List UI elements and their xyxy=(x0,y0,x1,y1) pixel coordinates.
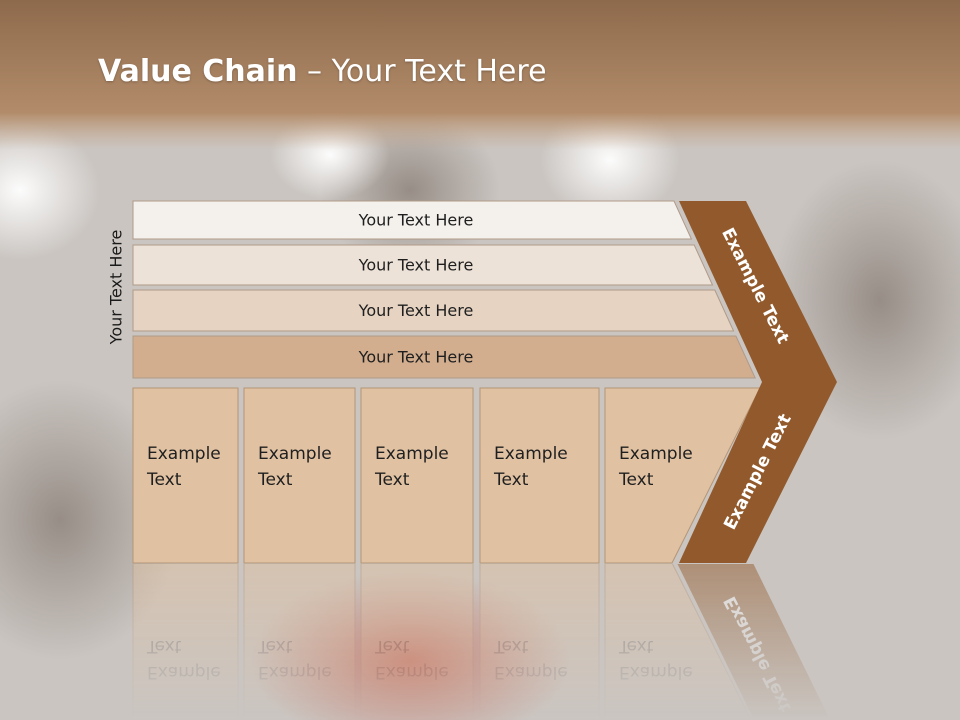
primary-box-1 xyxy=(132,387,239,564)
primary-box-3 xyxy=(360,387,474,564)
primary-box-2 xyxy=(243,387,356,564)
reflection-box-label-line2: Text xyxy=(618,636,654,656)
support-bar-label: Your Text Here xyxy=(358,211,474,230)
reflection-box-4 xyxy=(479,562,600,720)
reflection-box-label-line1: Example xyxy=(258,662,332,682)
primary-box-label-line1: Example xyxy=(258,444,332,464)
title-bold: Value Chain xyxy=(98,54,298,89)
primary-box-label-line2: Text xyxy=(374,470,410,490)
title-rest: – Your Text Here xyxy=(297,54,547,89)
reflection-box-label-line1: Example xyxy=(375,662,449,682)
primary-box-4 xyxy=(479,387,600,564)
chevron-arrow xyxy=(679,201,837,563)
primary-box-5 xyxy=(604,387,761,564)
support-bar-label: Your Text Here xyxy=(358,256,474,275)
primary-box-label-line2: Text xyxy=(257,470,293,490)
primary-box-label-line2: Text xyxy=(146,470,182,490)
reflection-box-label-line1: Example xyxy=(147,662,221,682)
primary-box-label-line1: Example xyxy=(375,444,449,464)
primary-box-label-line1: Example xyxy=(619,444,693,464)
reflection-box-label-line1: Example xyxy=(494,662,568,682)
support-bar-2 xyxy=(132,244,714,286)
support-bar-label: Your Text Here xyxy=(358,348,474,367)
support-bar-label: Your Text Here xyxy=(358,301,474,320)
primary-box-label-line1: Example xyxy=(147,444,221,464)
slide-title: Value Chain – Your Text Here xyxy=(98,54,547,89)
reflection-box-label-line1: Example xyxy=(619,662,693,682)
reflection-box-label-line2: Text xyxy=(493,636,529,656)
reflection-box-1 xyxy=(132,562,239,720)
primary-box-label-line2: Text xyxy=(618,470,654,490)
support-bar-4 xyxy=(132,335,756,379)
reflection-box-label-line2: Text xyxy=(257,636,293,656)
support-bar-3 xyxy=(132,289,735,332)
primary-box-label-line1: Example xyxy=(494,444,568,464)
reflection-box-label-line2: Text xyxy=(146,636,182,656)
reflection-box-label-line2: Text xyxy=(374,636,410,656)
reflection-box-2 xyxy=(243,562,356,720)
primary-box-label-line2: Text xyxy=(493,470,529,490)
reflection-chevron xyxy=(677,563,831,720)
support-bar-1 xyxy=(132,200,693,240)
reflection-box-3 xyxy=(360,562,474,720)
